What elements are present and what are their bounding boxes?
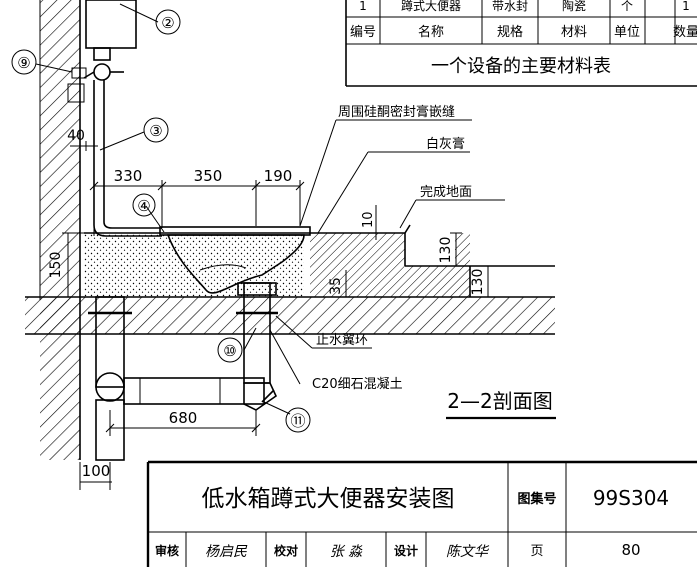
dim-150: 150 — [48, 252, 64, 279]
table-header-material: 材料 — [561, 25, 587, 40]
dim-130-upper: 130 — [438, 237, 454, 264]
check-label: 校对 — [274, 543, 298, 558]
dim-680: 680 — [169, 409, 198, 427]
callout-10: ⑩ — [217, 337, 243, 363]
table-row1-spec: 带水封 — [492, 0, 528, 13]
dim-330: 330 — [114, 167, 143, 185]
callout-11: ⑪ — [285, 407, 311, 433]
note-water-stop-ring: 止水翼环 — [316, 333, 368, 348]
drawing-title: 低水箱蹲式大便器安装图 — [202, 486, 455, 512]
table-header-qty: 数量 — [673, 25, 697, 40]
review-label: 审核 — [155, 543, 179, 558]
leader-lines — [35, 3, 505, 415]
svg-text:④: ④ — [137, 197, 150, 215]
svg-text:⑪: ⑪ — [290, 412, 305, 430]
dim-350: 350 — [194, 167, 223, 185]
section-title: 2—2剖面图 — [446, 389, 556, 420]
title-block — [146, 460, 697, 567]
svg-text:⑨: ⑨ — [17, 54, 30, 72]
svg-text:②: ② — [161, 14, 174, 32]
callout-9: ⑨ — [11, 49, 37, 75]
table-header-spec: 规格 — [497, 24, 523, 40]
note-lime-putty: 白灰膏 — [426, 136, 465, 152]
callout-3: ③ — [143, 117, 169, 143]
table-row1-name: 蹲式大便器 — [401, 0, 461, 13]
flush-valve — [67, 47, 124, 103]
note-sealant: 周围硅酮密封膏嵌缝 — [338, 104, 455, 120]
dim-35: 35 — [328, 277, 344, 295]
table-row1-no: 1 — [359, 0, 367, 13]
table-header-no: 编号 — [350, 25, 376, 40]
dim-10: 10 — [361, 211, 376, 228]
checker-signature: 张 淼 — [330, 544, 363, 560]
drain-pipe-horizontal — [123, 377, 265, 405]
floor-slab — [25, 296, 555, 335]
designer-signature: 陈文华 — [446, 544, 490, 560]
design-label: 设计 — [394, 543, 418, 558]
svg-text:③: ③ — [149, 122, 162, 140]
page-label: 页 — [530, 544, 543, 559]
note-finished-floor: 完成地面 — [420, 185, 472, 200]
reviewer-signature: 杨启民 — [205, 544, 248, 560]
squat-pan — [159, 226, 311, 294]
table-row1-material: 陶瓷 — [562, 0, 586, 13]
svg-text:2—2剖面图: 2—2剖面图 — [447, 389, 552, 413]
table-row1-unit: 个 — [621, 0, 633, 13]
note-concrete: C20细石混凝土 — [312, 376, 403, 392]
svg-text:⑩: ⑩ — [223, 342, 236, 360]
callout-2: ② — [155, 9, 181, 35]
dim-190: 190 — [264, 167, 293, 185]
atlas-number: 99S304 — [593, 486, 669, 510]
table-header-name: 名称 — [418, 24, 444, 40]
dim-100: 100 — [82, 462, 111, 480]
table-row1-qty: 1 — [682, 0, 690, 13]
table-header-unit: 单位 — [614, 25, 640, 40]
table-caption: 一个设备的主要材料表 — [431, 56, 611, 77]
dimension-lines — [62, 141, 494, 490]
dim-130-lower: 130 — [470, 269, 486, 296]
wall — [39, 0, 81, 460]
cistern — [85, 0, 137, 49]
callout-4: ④ — [132, 193, 156, 217]
materials-table — [345, 0, 697, 87]
page-number: 80 — [621, 541, 640, 559]
atlas-label: 图集号 — [517, 491, 556, 507]
dim-40: 40 — [67, 128, 85, 144]
